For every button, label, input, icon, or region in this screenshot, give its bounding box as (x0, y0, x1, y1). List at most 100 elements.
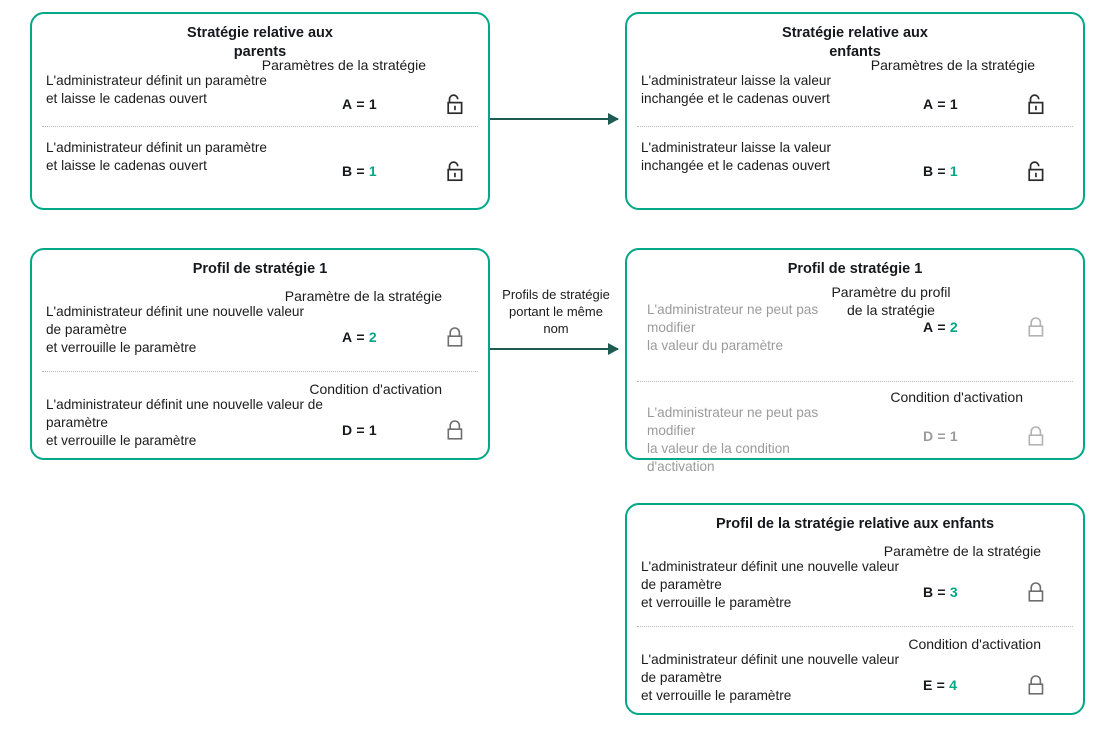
unlock-icon (444, 159, 466, 183)
value-key: B (923, 163, 934, 179)
box-child-policy-title: Stratégie relative aux enfants (782, 25, 928, 60)
value-key: D (923, 428, 934, 444)
column-header: Paramètres de la stratégie (870, 57, 1035, 73)
box-child-policy: Stratégie relative aux enfants Paramètre… (625, 12, 1085, 210)
table-row: Condition d'activation L'administrateur … (627, 388, 1083, 476)
column-header: Paramètres de la stratégie (261, 57, 426, 73)
row-value: A = 1 (342, 96, 377, 112)
row-value: D = 1 (342, 422, 377, 438)
row-description: L'administrateur laisse la valeur inchan… (641, 140, 831, 173)
box-profile-left-rows: Paramètre de la stratégie L'administrate… (32, 287, 488, 464)
value-number: 4 (949, 677, 958, 693)
row-divider (637, 381, 1073, 382)
row-value: B = 1 (342, 163, 377, 179)
table-row: Paramètre de la stratégie L'administrate… (32, 287, 488, 371)
box-parent-policy: Stratégie relative aux parents Paramètre… (30, 12, 490, 210)
column-header: Paramètre du profil de la stratégie (831, 284, 951, 318)
row-value: A = 2 (342, 329, 377, 345)
value-sep: = (352, 422, 369, 438)
row-divider (42, 371, 478, 372)
row-description: L'administrateur définit une nouvelle va… (46, 397, 323, 448)
column-header (32, 127, 488, 135)
row-description: L'administrateur ne peut pas modifier la… (647, 405, 819, 474)
row-value: E = 4 (923, 677, 957, 693)
value-sep: = (352, 329, 369, 345)
table-row: Condition d'activation L'administrateur … (32, 380, 488, 464)
value-sep: = (352, 163, 369, 179)
value-sep: = (352, 96, 369, 112)
lock-icon (444, 325, 466, 349)
value-sep: = (933, 163, 950, 179)
column-header (627, 127, 1083, 135)
value-number: 1 (949, 96, 958, 112)
row-description: L'administrateur définit un paramètre et… (46, 140, 267, 173)
value-sep: = (933, 96, 950, 112)
row-description: L'administrateur définit un paramètre et… (46, 73, 267, 106)
lock-icon (1025, 315, 1047, 339)
row-description: L'administrateur définit une nouvelle va… (46, 304, 305, 355)
value-number: 1 (949, 428, 958, 444)
value-number: 1 (368, 422, 377, 438)
table-row: Paramètre de la stratégie L'administrate… (627, 542, 1083, 626)
box-child-profile-rows: Paramètre de la stratégie L'administrate… (627, 542, 1083, 719)
column-header: Condition d'activation (309, 381, 442, 397)
value-key: A (923, 319, 934, 335)
row-divider (637, 626, 1073, 627)
row-description: L'administrateur définit une nouvelle va… (641, 559, 900, 610)
value-sep: = (933, 584, 950, 600)
value-number: 2 (949, 319, 958, 335)
lock-icon (1025, 673, 1047, 697)
column-header: Paramètre de la stratégie (284, 288, 442, 304)
value-key: A (342, 329, 353, 345)
box-child-profile-title: Profil de la stratégie relative aux enfa… (715, 516, 995, 532)
box-profile-left: Profil de stratégie 1 Paramètre de la st… (30, 248, 490, 460)
value-number: 1 (368, 96, 377, 112)
row-description: L'administrateur laisse la valeur inchan… (641, 73, 831, 106)
table-row: L'administrateur laisse la valeur inchan… (627, 127, 1083, 191)
row-value: A = 2 (923, 319, 958, 335)
value-number: 1 (949, 163, 958, 179)
lock-icon (444, 418, 466, 442)
column-header: Condition d'activation (908, 636, 1041, 652)
value-key: A (342, 96, 353, 112)
value-number: 2 (368, 329, 377, 345)
row-description: L'administrateur définit une nouvelle va… (641, 652, 900, 703)
value-sep: = (933, 428, 950, 444)
table-row: L'administrateur définit un paramètre et… (32, 127, 488, 191)
table-row: Paramètre du profil de la stratégie L'ad… (627, 283, 1083, 381)
row-description: L'administrateur ne peut pas modifier la… (647, 302, 819, 353)
box-profile-left-title: Profil de stratégie 1 (192, 261, 328, 277)
row-value: D = 1 (923, 428, 958, 444)
arrow-profile-to-profile (490, 343, 619, 355)
box-child-profile: Profil de la stratégie relative aux enfa… (625, 503, 1085, 715)
row-value: A = 1 (923, 96, 958, 112)
table-row: Condition d'activation L'administrateur … (627, 635, 1083, 719)
arrow-middle-label: Profils de stratégie portant le même nom (502, 287, 610, 336)
row-value: B = 3 (923, 584, 958, 600)
value-sep: = (933, 319, 950, 335)
box-profile-right-rows: Paramètre du profil de la stratégie L'ad… (627, 283, 1083, 476)
box-child-policy-rows: Paramètres de la stratégie L'administrat… (627, 56, 1083, 191)
row-divider (42, 126, 478, 127)
value-sep: = (932, 677, 950, 693)
table-row: Paramètres de la stratégie L'administrat… (627, 56, 1083, 124)
box-profile-right-title: Profil de stratégie 1 (787, 261, 923, 277)
box-parent-policy-title: Stratégie relative aux parents (187, 25, 333, 60)
value-key: A (923, 96, 934, 112)
unlock-icon (1025, 92, 1047, 116)
lock-icon (1025, 424, 1047, 448)
box-profile-right: Profil de stratégie 1 Paramètre du profi… (625, 248, 1085, 474)
value-key: B (342, 163, 353, 179)
value-key: B (923, 584, 934, 600)
column-header: Paramètre de la stratégie (883, 543, 1041, 559)
row-divider (637, 126, 1073, 127)
value-key: E (923, 677, 933, 693)
unlock-icon (444, 92, 466, 116)
value-number: 3 (949, 584, 958, 600)
unlock-icon (1025, 159, 1047, 183)
arrow-parent-to-child (490, 113, 619, 125)
column-header: Condition d'activation (890, 389, 1023, 405)
table-row: Paramètres de la stratégie L'administrat… (32, 56, 488, 124)
row-value: B = 1 (923, 163, 958, 179)
